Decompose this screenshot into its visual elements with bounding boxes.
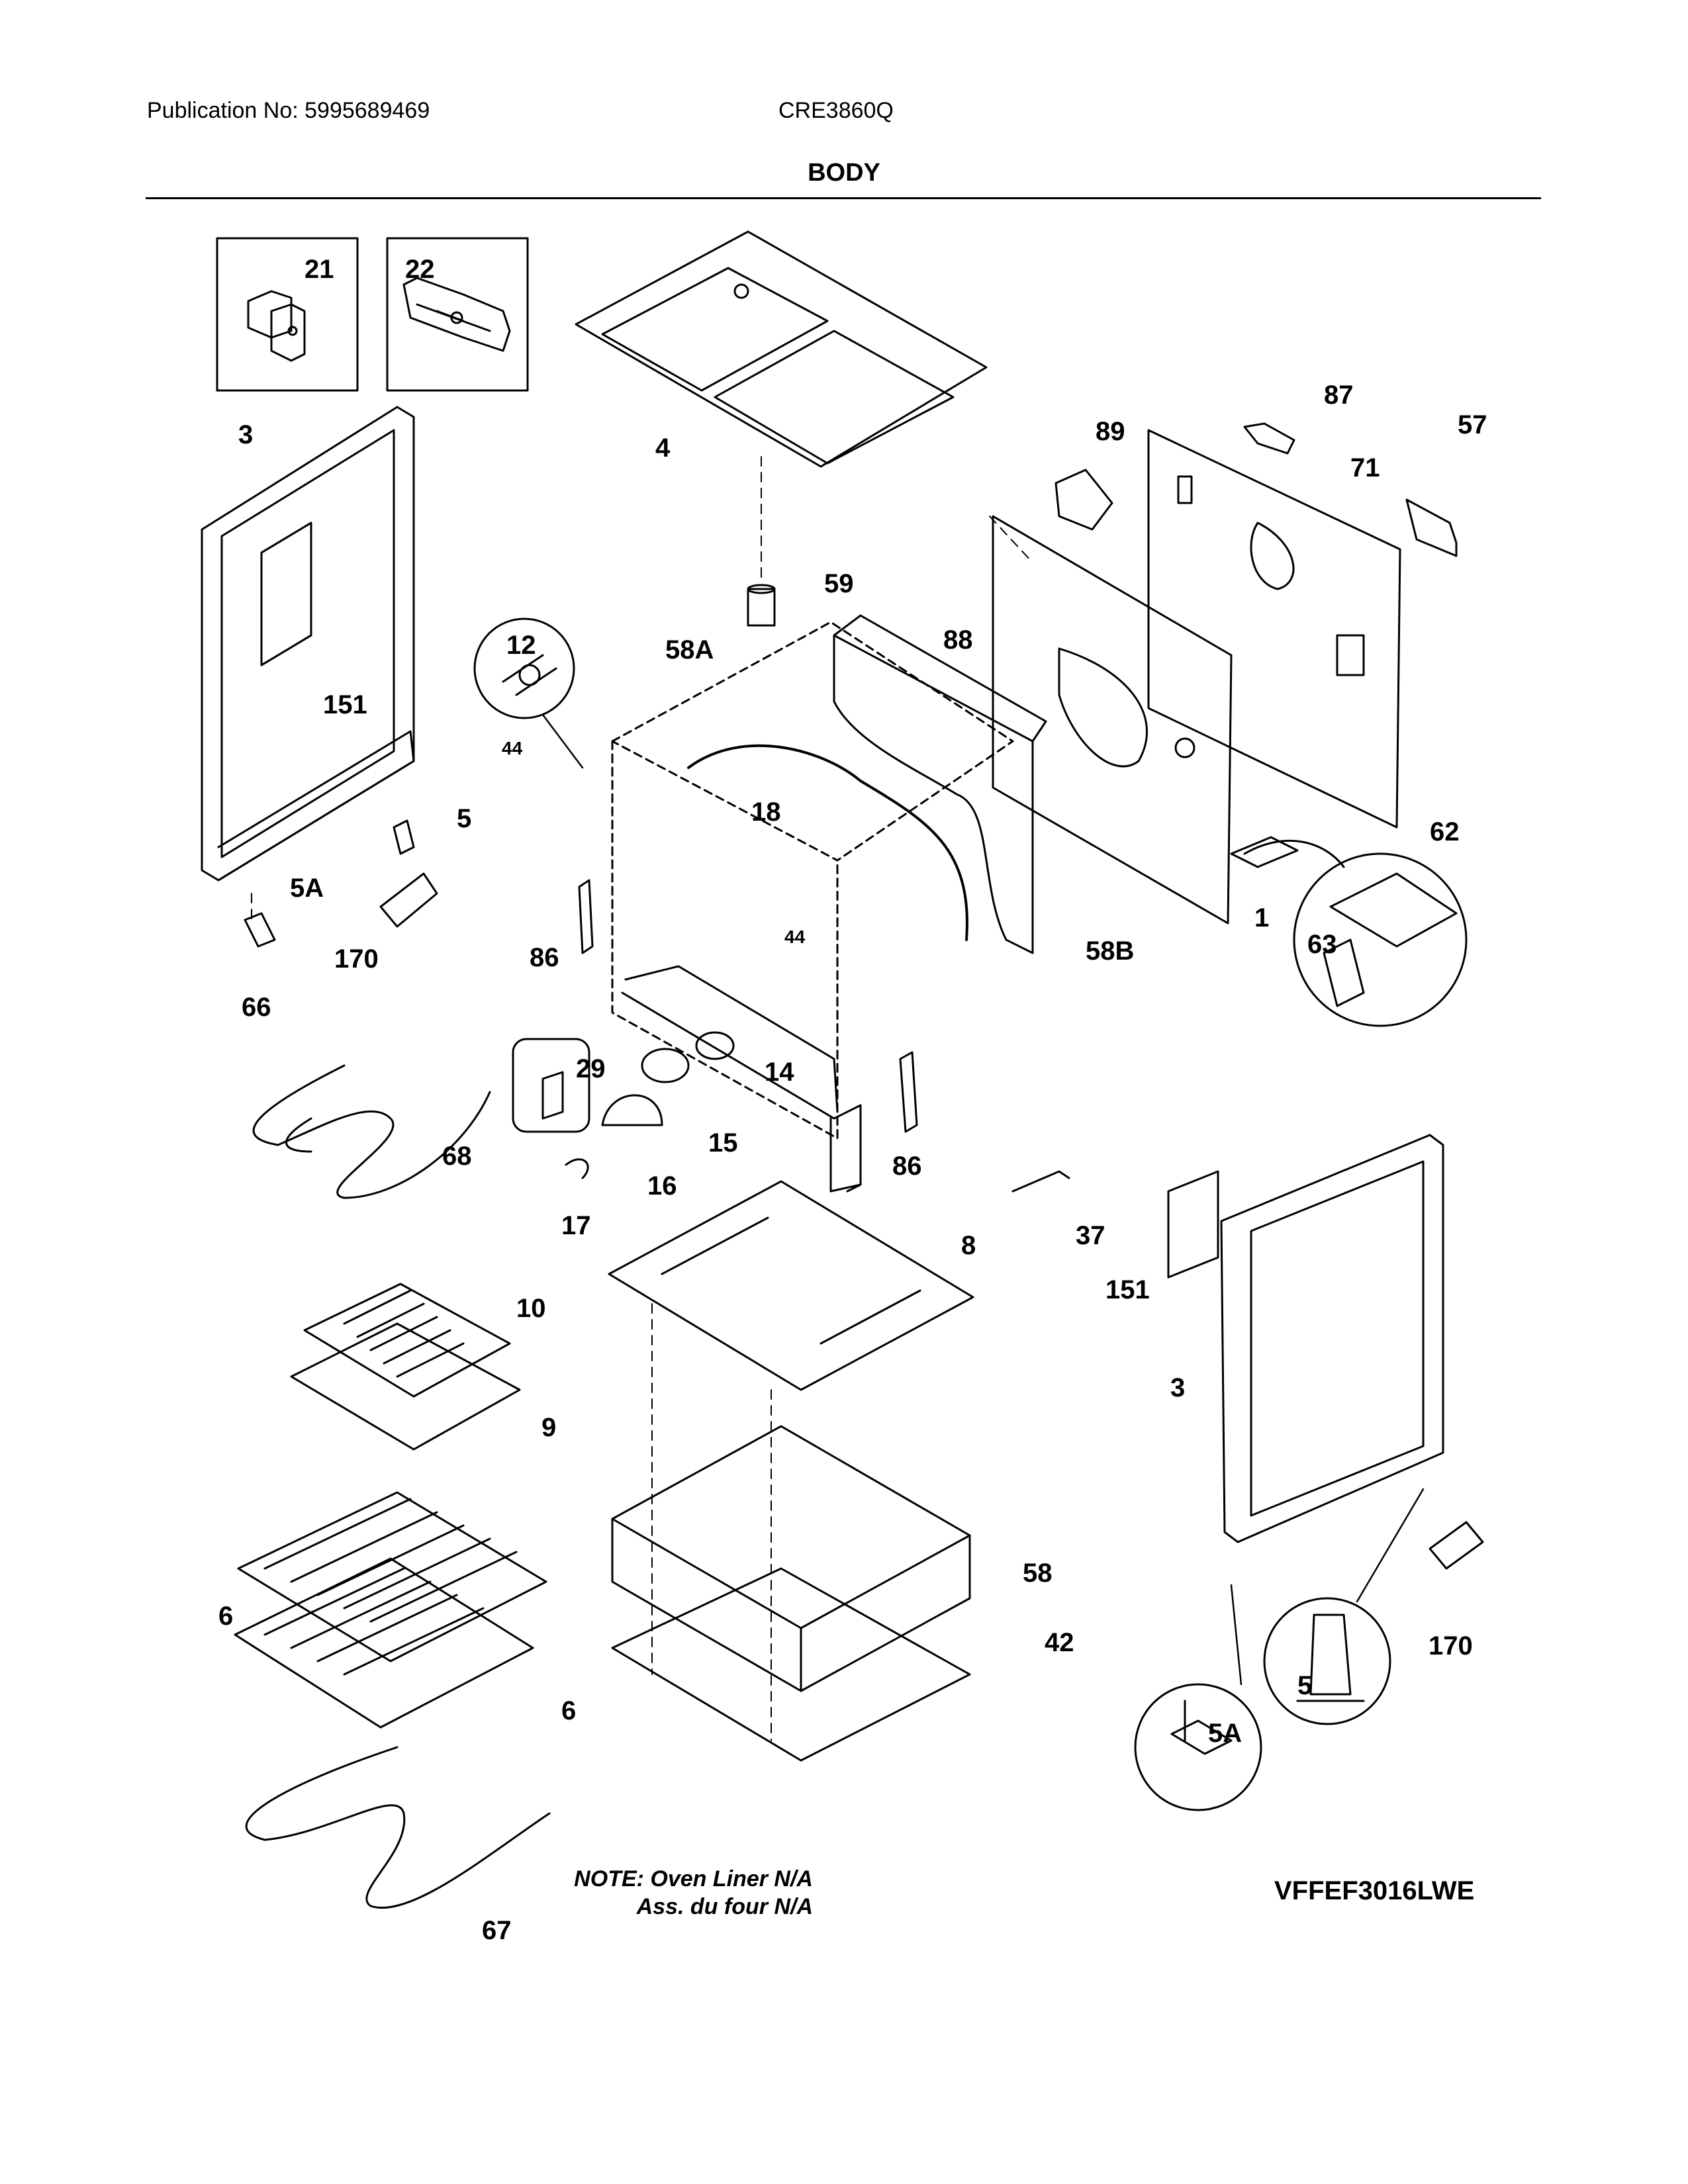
callout-6-b: 6 <box>561 1696 576 1725</box>
hinge-part-170-left <box>379 872 438 928</box>
callout-16: 16 <box>647 1171 677 1201</box>
callout-5A-left: 5A <box>290 874 324 903</box>
callout-58A: 58A <box>665 635 714 664</box>
bracket-part-151-left <box>260 522 312 666</box>
callout-59: 59 <box>824 569 854 598</box>
callout-170-left: 170 <box>334 944 379 974</box>
bracket-part-89 <box>1055 469 1113 531</box>
hinge-receptacle-part-5A <box>244 912 276 948</box>
callout-18: 18 <box>751 797 781 827</box>
side-panel-left-part-3 <box>201 406 415 882</box>
callout-58: 58 <box>1023 1559 1053 1588</box>
top-panel-part-4 <box>575 230 988 468</box>
callout-14: 14 <box>765 1058 794 1087</box>
callout-29: 29 <box>576 1054 606 1083</box>
hinge-receptacle-part-5 <box>393 819 415 855</box>
back-panel-part-71 <box>1147 429 1401 829</box>
callout-62: 62 <box>1430 817 1460 846</box>
bottom-tray-part-42 <box>611 1567 971 1762</box>
callout-17: 17 <box>561 1211 591 1240</box>
callout-15: 15 <box>708 1128 738 1158</box>
oven-cavity-part-58A <box>611 621 1014 1140</box>
inset-box-22 <box>386 237 529 392</box>
oven-bottom-part-8 <box>608 1180 974 1391</box>
publication-number: Publication No: 5995689469 <box>147 98 430 123</box>
hinge-part-170-right <box>1429 1521 1484 1570</box>
detail-circle-62 <box>1243 839 1468 1027</box>
header-divider <box>146 197 1541 199</box>
callout-67: 67 <box>482 1916 512 1945</box>
callout-42: 42 <box>1045 1628 1074 1657</box>
callout-8: 8 <box>961 1231 976 1260</box>
callout-5-left: 5 <box>457 804 471 833</box>
wire-part-37 <box>1011 1170 1070 1193</box>
wire-clip-part-17 <box>565 1158 589 1179</box>
callout-89: 89 <box>1096 417 1125 446</box>
callout-10: 10 <box>516 1294 546 1323</box>
front-frame-lower <box>621 991 862 1193</box>
callout-57: 57 <box>1458 410 1487 439</box>
section-title: BODY <box>808 159 880 187</box>
callout-44-a: 44 <box>502 738 523 758</box>
back-panel-part-1 <box>992 515 1233 925</box>
light-housing-part-29 <box>512 1038 590 1133</box>
callout-5-right: 5 <box>1297 1671 1312 1700</box>
callout-6-a: 6 <box>218 1602 233 1631</box>
callout-12: 12 <box>506 631 536 660</box>
callout-66: 66 <box>242 993 271 1022</box>
callout-58B: 58B <box>1086 936 1134 966</box>
callout-88: 88 <box>943 625 973 655</box>
callout-4: 4 <box>655 433 671 463</box>
callout-3-left: 3 <box>238 420 253 449</box>
callout-21: 21 <box>305 255 334 284</box>
vent-cover-part-57 <box>1405 498 1458 557</box>
channel-part-86-b <box>899 1051 918 1133</box>
detail-circle-12 <box>473 617 575 719</box>
insulation-wrap-part-58B <box>687 614 1047 954</box>
bracket-part-151-right <box>1167 1170 1219 1279</box>
side-panel-right-part-3 <box>1220 1134 1444 1543</box>
model-number: CRE3860Q <box>778 98 894 123</box>
callout-68: 68 <box>442 1142 472 1171</box>
inset-box-21 <box>216 237 359 392</box>
detail-circle-5A-right <box>1134 1683 1262 1811</box>
terminal-block-part-62 <box>1230 836 1299 868</box>
callout-37: 37 <box>1076 1221 1105 1250</box>
callout-63: 63 <box>1307 930 1337 959</box>
bulb-socket-part-14 <box>695 1031 735 1060</box>
diagram-code: VFFEF3016LWE <box>1274 1876 1475 1905</box>
detail-circle-5-right <box>1263 1597 1391 1725</box>
assembly-guide-lines <box>251 456 1033 1741</box>
callout-3-right: 3 <box>1170 1373 1185 1402</box>
callout-170-right: 170 <box>1429 1631 1473 1661</box>
insulation-block-part-58 <box>611 1425 971 1692</box>
callout-151-left: 151 <box>323 690 367 719</box>
broiler-grid-part-10 <box>303 1283 511 1398</box>
vent-tube-part-59 <box>747 584 776 627</box>
callout-9: 9 <box>541 1413 556 1442</box>
leader-lines <box>541 713 1425 1686</box>
lamp-cover-part-16 <box>601 1094 663 1126</box>
callout-5A-right: 5A <box>1208 1719 1242 1748</box>
bake-element-part-67 <box>245 1746 551 1909</box>
callout-151-right: 151 <box>1105 1275 1150 1304</box>
broil-element-part-66 <box>252 1064 491 1199</box>
callout-86-a: 86 <box>530 943 559 972</box>
oven-rack-part-6-upper <box>237 1491 547 1662</box>
oven-rack-part-6-lower <box>234 1557 534 1729</box>
bracket-part-87 <box>1243 422 1295 455</box>
bulb-part-15 <box>641 1048 690 1083</box>
note-line-1: NOTE: Oven Liner N/A <box>574 1866 813 1891</box>
callout-86-b: 86 <box>892 1152 922 1181</box>
broiler-pan-part-9 <box>290 1322 521 1451</box>
channel-part-86-a <box>578 879 594 954</box>
callout-1: 1 <box>1254 903 1269 933</box>
note-line-2: Ass. du four N/A <box>636 1894 813 1919</box>
callout-22: 22 <box>405 255 435 284</box>
callout-87: 87 <box>1324 381 1354 410</box>
callout-71: 71 <box>1350 453 1380 482</box>
callout-44-b: 44 <box>784 927 806 947</box>
